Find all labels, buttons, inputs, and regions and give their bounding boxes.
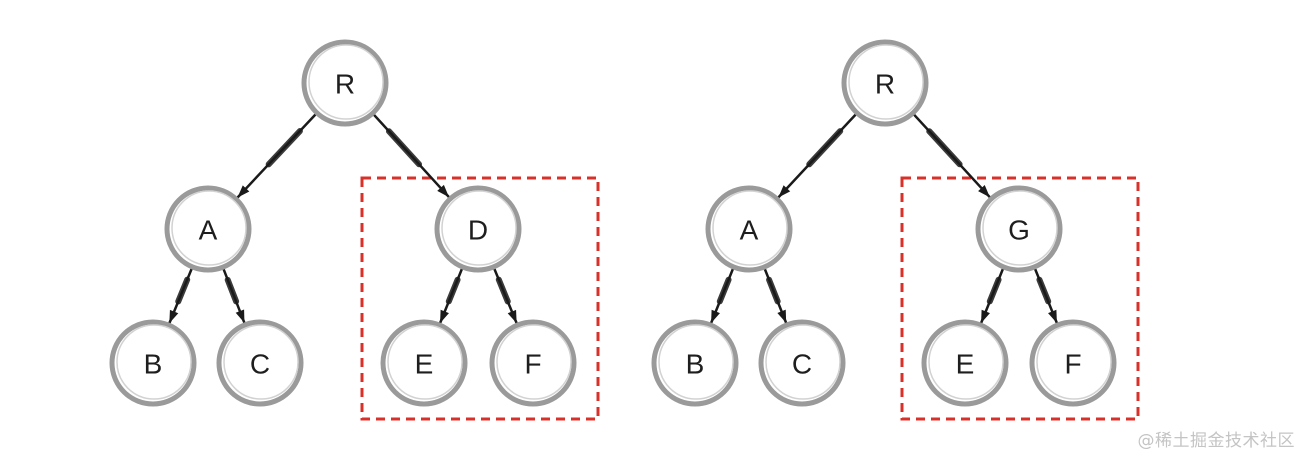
- node-label-F: F: [524, 349, 541, 380]
- node-R: R: [301, 39, 389, 127]
- node-label-G: G: [1008, 215, 1030, 246]
- node-D: D: [434, 185, 522, 273]
- edge-R-G: [912, 113, 992, 199]
- node-label-B: B: [686, 349, 705, 380]
- node-C: C: [758, 319, 846, 407]
- node-R: R: [841, 39, 929, 127]
- node-label-E: E: [956, 349, 975, 380]
- node-label-A: A: [199, 215, 218, 246]
- node-A: A: [164, 185, 252, 273]
- node-label-R: R: [875, 69, 895, 100]
- node-label-C: C: [792, 349, 812, 380]
- highlight-box-G: [900, 176, 1140, 421]
- node-label-A: A: [740, 215, 759, 246]
- highlight-box-D: [360, 176, 600, 421]
- watermark: @稀土掘金技术社区: [1137, 431, 1295, 451]
- edge-A-B: [168, 267, 193, 325]
- node-F: F: [1029, 319, 1117, 407]
- edge-A-B: [709, 267, 735, 325]
- node-G: G: [975, 185, 1063, 273]
- edge-A-C: [763, 267, 788, 325]
- node-A: A: [705, 185, 793, 273]
- edge-R-A: [777, 113, 857, 199]
- node-F: F: [489, 319, 577, 407]
- tree-right: R A G B C E F: [651, 39, 1140, 421]
- edge-D-E: [438, 267, 464, 325]
- edge-G-F: [1033, 267, 1059, 325]
- edge-G-E: [979, 267, 1005, 325]
- node-label-D: D: [468, 215, 488, 246]
- node-B: B: [109, 319, 197, 407]
- node-label-C: C: [250, 349, 270, 380]
- edge-R-D: [372, 113, 451, 199]
- edge-R-A: [236, 113, 317, 199]
- node-label-R: R: [335, 69, 355, 100]
- node-E: E: [921, 319, 1009, 407]
- node-B: B: [651, 319, 739, 407]
- node-label-F: F: [1064, 349, 1081, 380]
- edge-D-F: [493, 267, 518, 325]
- node-label-B: B: [144, 349, 163, 380]
- node-label-E: E: [415, 349, 434, 380]
- edge-A-C: [222, 267, 246, 325]
- node-C: C: [216, 319, 304, 407]
- node-E: E: [380, 319, 468, 407]
- tree-left: R A D B C E F: [109, 39, 600, 421]
